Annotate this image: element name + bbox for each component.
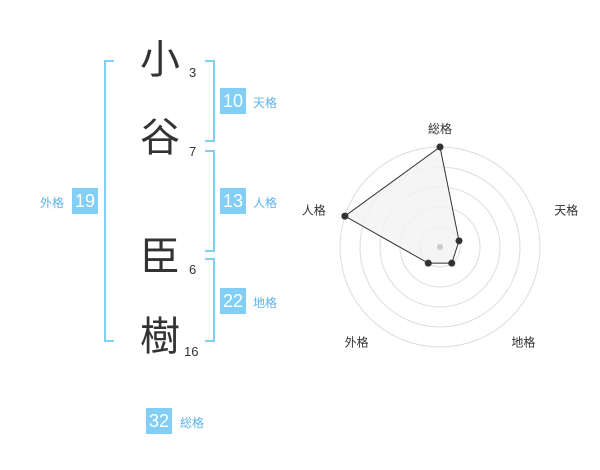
chikaku-label: 地格 — [253, 296, 278, 310]
radar-point — [455, 237, 463, 245]
soukaku-label: 総格 — [180, 416, 205, 430]
radar-axis-label: 人格 — [302, 203, 326, 218]
jinkaku-value: 13 — [220, 188, 246, 214]
stroke-count-4: 16 — [184, 344, 199, 359]
jinkaku-label: 人格 — [253, 196, 278, 210]
radar-point — [341, 212, 349, 220]
stroke-count-2: 7 — [189, 144, 197, 159]
gaikaku-bracket — [104, 60, 114, 342]
jinkaku-bracket — [205, 150, 215, 252]
radar-point — [436, 143, 444, 151]
tenkaku-bracket — [205, 60, 215, 142]
chikaku-value: 22 — [220, 288, 246, 314]
radar-axis-label: 地格 — [511, 334, 535, 349]
name-char-4: 樹 — [140, 314, 180, 360]
stroke-count-3: 6 — [189, 262, 197, 277]
radar-axis-label: 天格 — [554, 203, 578, 218]
name-char-1: 小 — [140, 37, 180, 83]
stroke-count-1: 3 — [189, 65, 197, 80]
soukaku-value: 32 — [146, 408, 172, 434]
radar-point — [424, 259, 432, 267]
radar-point — [448, 259, 456, 267]
radar-axis-label: 総格 — [428, 121, 452, 136]
radar-points — [341, 143, 463, 267]
radar-center-dot — [437, 244, 443, 250]
radar-polygon — [343, 146, 460, 264]
radar-axis-label: 外格 — [345, 334, 369, 349]
chikaku-bracket — [205, 258, 215, 342]
tenkaku-value: 10 — [220, 88, 246, 114]
name-char-2: 谷 — [140, 115, 180, 161]
name-char-3: 臣 — [140, 234, 180, 280]
tenkaku-label: 天格 — [253, 96, 278, 110]
gaikaku-label: 外格 — [40, 196, 65, 210]
gaikaku-value: 19 — [72, 188, 98, 214]
